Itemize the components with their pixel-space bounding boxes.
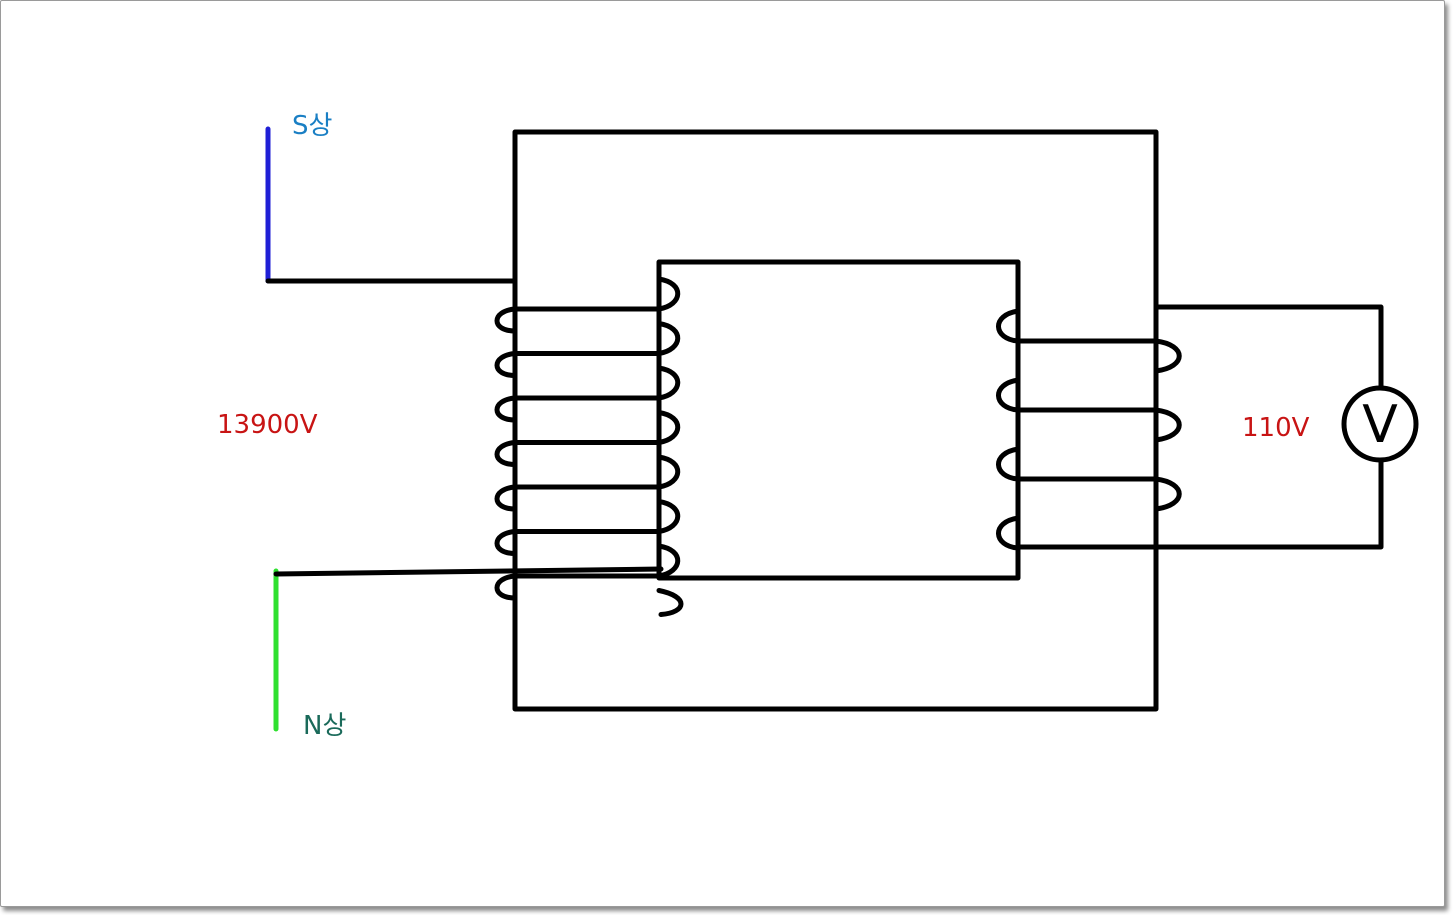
- primary-turn-inner-loop: [656, 499, 681, 534]
- secondary-turn-outer-loop: [1153, 407, 1182, 443]
- secondary-winding: [996, 308, 1182, 551]
- voltmeter: V: [1341, 385, 1419, 463]
- transformer-core: [512, 129, 1159, 712]
- primary-turn-outer-loop: [494, 351, 518, 378]
- secondary-turn-inner-loop: [996, 308, 1021, 344]
- secondary-turn-inner-loop: [996, 515, 1021, 551]
- primary-turn-inner-loop: [656, 543, 681, 579]
- n-phase-lead: [273, 566, 664, 732]
- secondary-bottom-lead: [1015, 457, 1384, 550]
- primary-turn-inner-loop: [656, 588, 684, 617]
- secondary-turn-outer-loop: [1153, 476, 1182, 512]
- primary-turn-outer-loop: [494, 440, 518, 467]
- primary-turn-outer-loop: [494, 529, 518, 556]
- voltmeter-body: [1341, 385, 1419, 463]
- s-phase-lead: [265, 126, 518, 284]
- primary-turn-inner-loop: [656, 365, 681, 401]
- core-window: [656, 259, 1021, 581]
- primary-turn-inner-loop: [656, 410, 681, 445]
- s-phase-label: S상: [292, 111, 332, 141]
- secondary-turn-inner-loop: [996, 446, 1021, 482]
- secondary-circuit: [1015, 304, 1384, 550]
- secondary-top-lead: [1153, 304, 1384, 391]
- secondary-turn-inner-loop: [996, 377, 1021, 413]
- primary-voltage-label: 13900V: [217, 410, 318, 440]
- primary-turn-inner-loop: [656, 276, 681, 312]
- primary-winding: [494, 276, 684, 617]
- secondary-voltage-label: 110V: [1242, 413, 1310, 443]
- n-phase-label: N상: [303, 711, 346, 741]
- primary-turn-inner-loop: [656, 321, 681, 356]
- primary-turn-outer-loop: [494, 395, 518, 423]
- primary-turn-inner-loop: [656, 454, 681, 490]
- primary-turn-outer-loop: [494, 484, 518, 512]
- primary-turn-outer-loop: [494, 306, 518, 334]
- secondary-turn-outer-loop: [1153, 338, 1182, 374]
- n-phase-connection: [273, 566, 664, 577]
- voltmeter-symbol: V: [1362, 395, 1398, 455]
- primary-turn-outer-loop: [494, 573, 518, 601]
- core-outer: [512, 129, 1159, 712]
